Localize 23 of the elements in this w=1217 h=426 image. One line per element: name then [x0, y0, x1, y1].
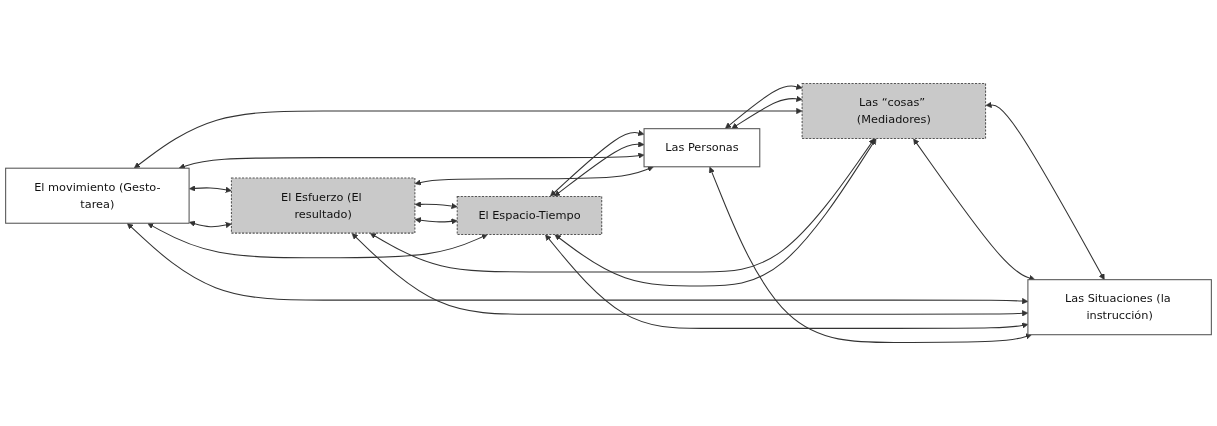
- arrow: [985, 101, 1105, 280]
- arrow: [147, 223, 488, 259]
- arrow: [178, 152, 645, 170]
- arrow: [189, 220, 232, 229]
- arrow: [550, 130, 645, 197]
- arrow: [554, 138, 877, 287]
- node-box: Las Situaciones (la instrucción): [1027, 279, 1212, 336]
- arrow: [731, 95, 803, 129]
- node-box: Las Personas: [643, 128, 761, 168]
- node-box: El movimiento (Gesto-tarea): [5, 167, 190, 224]
- arrow: [414, 201, 458, 210]
- node-box: El Esfuerzo (El resultado): [230, 177, 416, 234]
- arrow: [554, 141, 645, 197]
- arrow: [189, 185, 232, 193]
- arrow: [369, 138, 875, 273]
- arrow: [913, 138, 1036, 281]
- arrow: [414, 165, 654, 186]
- arrow: [725, 83, 803, 129]
- node-box: Las “cosas” (Mediadores): [801, 83, 987, 140]
- node-box: El Espacio-Tiempo: [456, 195, 603, 236]
- arrow: [709, 166, 1032, 343]
- arrow: [414, 217, 458, 225]
- arrow: [134, 107, 803, 169]
